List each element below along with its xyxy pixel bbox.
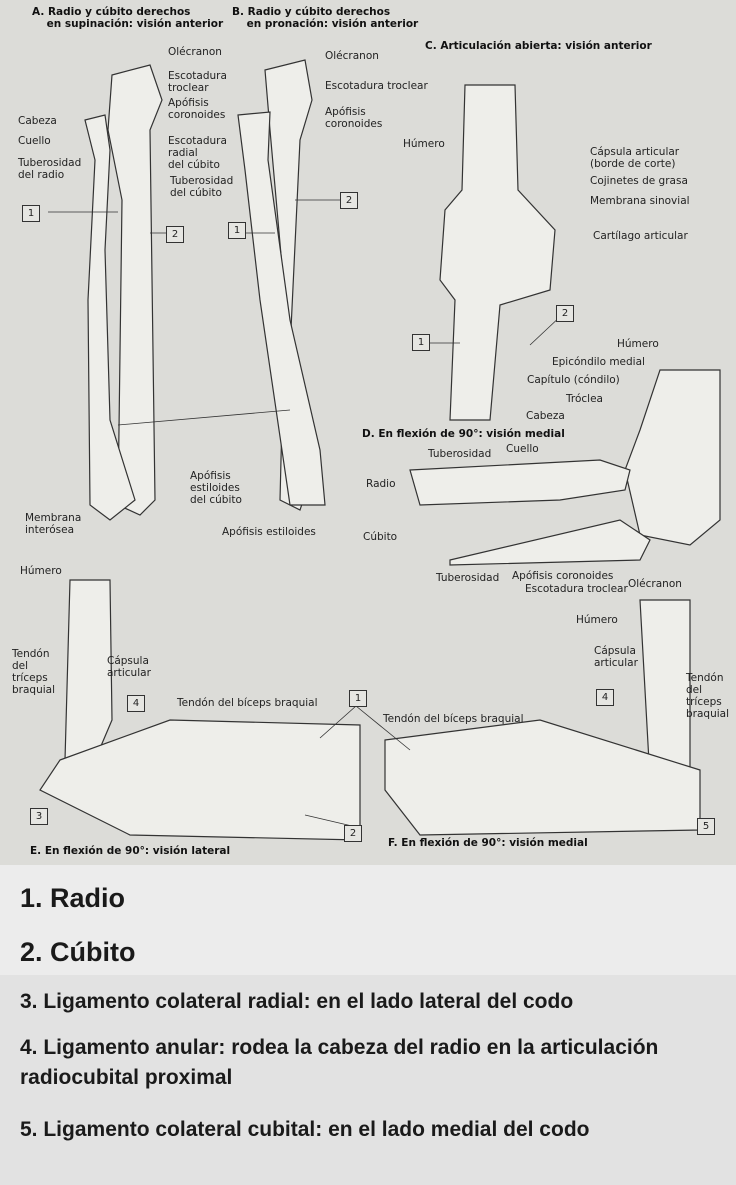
marker-2: 2 xyxy=(166,226,184,243)
marker-5: 5 xyxy=(697,818,715,835)
label: Escotadura troclear xyxy=(325,80,428,92)
marker-3: 3 xyxy=(30,808,48,825)
radius-b xyxy=(237,111,326,506)
label: Húmero xyxy=(403,138,445,150)
bone-drawings xyxy=(39,59,721,841)
label: Membrana sinovial xyxy=(590,195,690,207)
marker-2: 2 xyxy=(340,192,358,209)
legend-bottom: 3. Ligamento colateral radial: en el lad… xyxy=(0,975,736,1185)
label: Cojinetes de grasa xyxy=(590,175,688,187)
label: Tendón del bíceps braquial xyxy=(177,697,318,709)
elbow-illustration-plate: A. Radio y cúbito derechos en supinación… xyxy=(0,0,736,865)
panel-b-title: B. Radio y cúbito derechos en pronación:… xyxy=(232,6,419,30)
marker-1: 1 xyxy=(228,222,246,239)
legend-item-3: 3. Ligamento colateral radial: en el lad… xyxy=(20,990,574,1013)
label: Cuello xyxy=(18,135,51,147)
label: Escotadura troclear xyxy=(525,583,628,595)
label: Húmero xyxy=(20,565,62,577)
ulna-d xyxy=(449,519,651,566)
legend-item-4: 4. Ligamento anular: rodea la cabeza del… xyxy=(20,1036,659,1089)
marker-1: 1 xyxy=(412,334,430,351)
label: Radio xyxy=(366,478,396,490)
label: Apófisis estiloides xyxy=(222,526,316,538)
label: Cúbito xyxy=(363,531,398,543)
label: Cuello xyxy=(506,443,539,455)
marker-1: 1 xyxy=(349,690,367,707)
label: Tuberosidad xyxy=(428,448,492,460)
panel-d-title: D. En flexión de 90°: visión medial xyxy=(362,428,565,440)
legend-item-5: 5. Ligamento colateral cubital: en el la… xyxy=(20,1118,590,1141)
label: Capítulo (cóndilo) xyxy=(527,374,620,386)
label: Tendón del bíceps braquial xyxy=(383,713,524,725)
marker-4: 4 xyxy=(127,695,145,712)
marker-2: 2 xyxy=(344,825,362,842)
marker-1: 1 xyxy=(22,205,40,222)
label: Cabeza xyxy=(18,115,57,127)
label: Epicóndilo medial xyxy=(552,356,645,368)
marker-4: 4 xyxy=(596,689,614,706)
label: Húmero xyxy=(576,614,618,626)
radius-a xyxy=(84,114,136,521)
legend-item-1: 1. Radio xyxy=(20,883,126,913)
panel-e-title: E. En flexión de 90°: visión lateral xyxy=(30,845,231,857)
label: Cápsula articular(borde de corte) xyxy=(590,146,680,170)
label: Olécranon xyxy=(325,50,379,62)
humerus-d xyxy=(624,369,721,546)
label: Cartílago articular xyxy=(593,230,688,242)
panel-f-title: F. En flexión de 90°: visión medial xyxy=(388,837,588,849)
label: Apófisis coronoides xyxy=(512,570,614,582)
legend-item-2: 2. Cúbito xyxy=(20,937,136,967)
label: Olécranon xyxy=(168,46,222,58)
legend-top: 1. Radio 2. Cúbito xyxy=(0,865,736,975)
humerus-c xyxy=(439,84,556,421)
panel-a-title: A. Radio y cúbito derechos en supinación… xyxy=(32,6,224,30)
ulna-a xyxy=(107,64,163,516)
label: Tróclea xyxy=(566,393,603,405)
label: Cabeza xyxy=(526,410,565,422)
label: Húmero xyxy=(617,338,659,350)
radius-d xyxy=(409,459,631,506)
panel-c-title: C. Articulación abierta: visión anterior xyxy=(425,40,652,52)
label: Tuberosidad xyxy=(436,572,500,584)
humerus-e xyxy=(64,579,113,761)
marker-2: 2 xyxy=(556,305,574,322)
label: Olécranon xyxy=(628,578,682,590)
